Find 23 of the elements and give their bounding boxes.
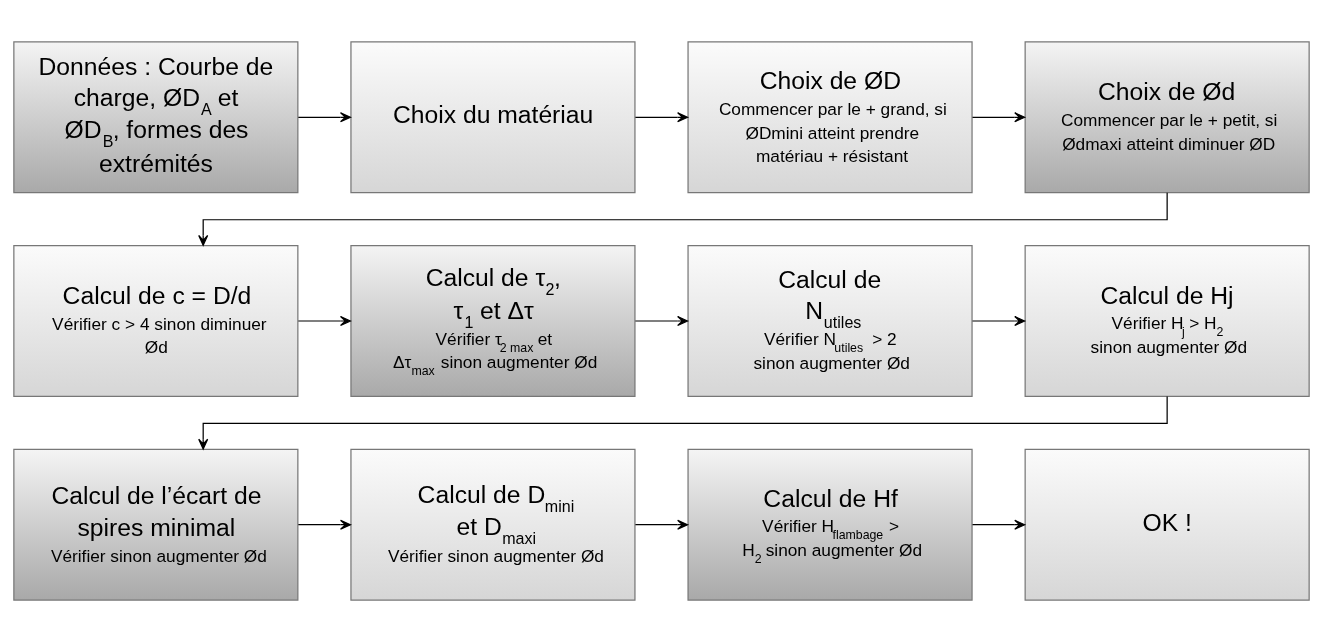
arrow bbox=[297, 519, 352, 530]
arrow bbox=[634, 315, 689, 326]
arrow bbox=[198, 191, 1168, 246]
node-box: Calcul de Hj Vérifier H$_{j}$ > H$_{2}$ sinon augmenter Ød bbox=[1024, 244, 1310, 397]
arrow bbox=[971, 315, 1026, 326]
arrow bbox=[198, 395, 1168, 450]
node-box: Calcul de c = D/d Vérifier c > 4 sinon diminuer Ød bbox=[13, 244, 299, 397]
node-box: Calcul de N$_{utiles}$ Vérifier N$_{utiles}$ > 2 sinon augmenter Ød bbox=[687, 244, 973, 397]
node-box: Choix de ØD Commencer par le + grand, si ØDmini atteint prendre matériau + résistant bbox=[687, 40, 973, 193]
node-box: Calcul de Hf Vérifier H$_{flambage}$ > H$_{2}$ sinon augmenter Ød bbox=[687, 448, 973, 601]
node-box: Calcul de τ$_{2}$, τ$_{1}$ et Δτ Vérifier τ$_{2 max}$ et Δτ$_{max}$ sinon augmenter Ød bbox=[350, 244, 636, 397]
node-box: Choix de Ød Commencer par le + petit, si Ødmaxi atteint diminuer ØD bbox=[1024, 40, 1310, 193]
node-box: Calcul de l’écart de spires minimal Vérifier sinon augmenter Ød bbox=[13, 448, 299, 601]
arrow bbox=[971, 111, 1026, 122]
node-box: OK ! bbox=[1024, 448, 1310, 601]
node-box: Calcul de D$_{mini}$ et D$_{maxi}$ Vérifier sinon augmenter Ød bbox=[350, 448, 636, 601]
arrow bbox=[297, 111, 352, 122]
node-box: Choix du matériau bbox=[350, 40, 636, 193]
arrow bbox=[634, 519, 689, 530]
arrow bbox=[297, 315, 352, 326]
arrow bbox=[971, 519, 1026, 530]
arrow bbox=[634, 111, 689, 122]
node-box: Données : Courbe de charge, ØD$_{A}$ et ØD$_{B}$, formes des extrémités bbox=[13, 40, 299, 193]
